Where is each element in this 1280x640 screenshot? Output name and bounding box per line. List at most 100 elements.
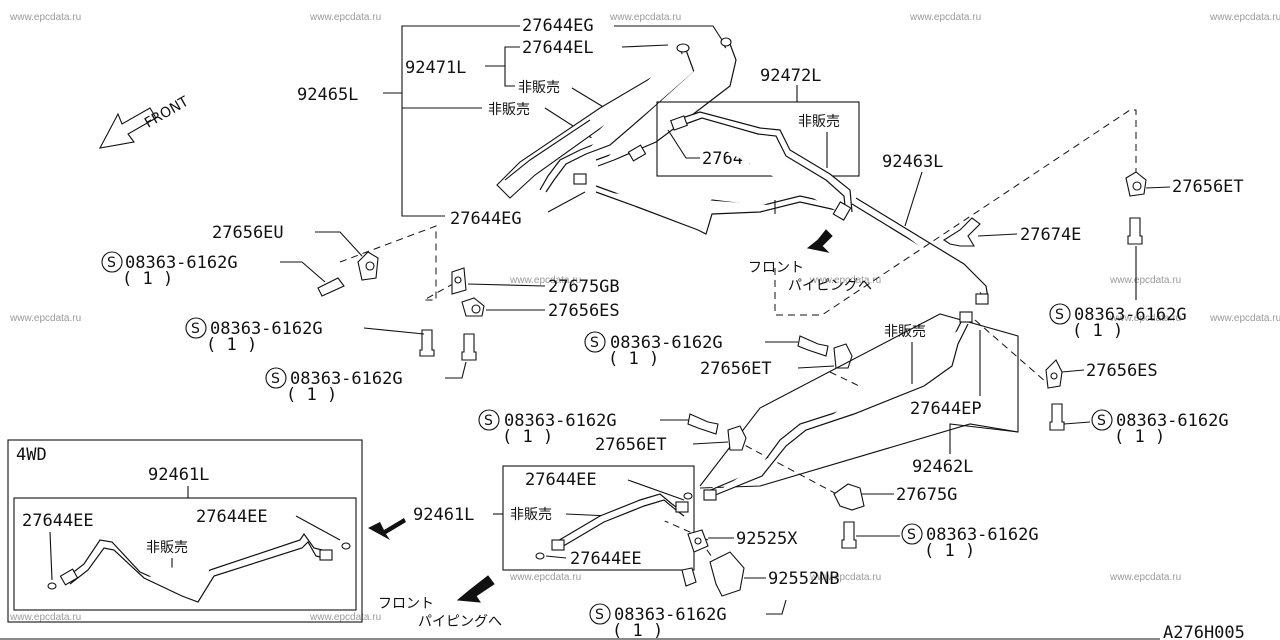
label-92461L-inset: 92461L bbox=[148, 465, 209, 485]
leader-line bbox=[315, 231, 363, 257]
diagram-reference: A276H005 bbox=[1163, 623, 1245, 640]
leader-line bbox=[295, 515, 341, 541]
pipe-27644EM-outer bbox=[679, 117, 847, 217]
group-92461L-middle: 27644EE 92461L 非販売 27644EE bbox=[368, 465, 695, 571]
s-symbol: S bbox=[595, 607, 604, 623]
bolt-icon bbox=[1127, 217, 1143, 245]
fitting bbox=[573, 173, 587, 185]
clamp-hole bbox=[471, 304, 481, 314]
bracket-27675G: 27675G S 08363-6162G ( 1 ) bbox=[833, 483, 1039, 561]
label-92462L: 92462L bbox=[912, 457, 973, 477]
bolt-symbol-s bbox=[478, 409, 500, 431]
non-sale-label: 非販売 bbox=[510, 507, 552, 523]
bracket-line bbox=[401, 25, 520, 217]
leader-line bbox=[667, 129, 700, 159]
label-qty: ( 1 ) bbox=[1114, 427, 1165, 447]
label-92552NB: 92552NB bbox=[768, 569, 840, 589]
leader-line bbox=[692, 441, 729, 445]
watermark: www.epcdata.ru bbox=[9, 612, 81, 623]
label-qty: ( 1 ) bbox=[122, 269, 173, 289]
leader-line bbox=[621, 44, 669, 48]
watermark: www.epcdata.ru bbox=[609, 12, 681, 23]
label-27656ES-left: 27656ES bbox=[548, 301, 620, 321]
label-27674E: 27674E bbox=[1020, 225, 1081, 245]
heat-shield-edge bbox=[504, 119, 591, 181]
leader-line bbox=[547, 191, 586, 213]
leader-line bbox=[797, 365, 835, 369]
bolt-symbol-s bbox=[584, 331, 606, 353]
label-bolt-08363: 08363-6162G bbox=[125, 253, 238, 273]
bolt-icon bbox=[1049, 403, 1065, 431]
front-piping-label: パイピングへ bbox=[418, 614, 502, 630]
label-bolt-08363: 08363-6162G bbox=[504, 411, 617, 431]
fitting bbox=[670, 115, 688, 131]
leader-line bbox=[614, 25, 723, 41]
leader-line bbox=[627, 479, 685, 501]
label-qty: ( 1 ) bbox=[286, 385, 337, 405]
watermark: www.epcdata.ru bbox=[1109, 275, 1181, 286]
leader-line bbox=[545, 555, 567, 559]
bolt-icon bbox=[841, 521, 857, 549]
label-27675G: 27675G bbox=[896, 485, 957, 505]
label-27644EE-inset-left: 27644EE bbox=[22, 511, 94, 531]
watermark: www.epcdata.ru bbox=[509, 275, 581, 286]
label-27656ET-middle: 27656ET bbox=[700, 359, 772, 379]
pipe-end bbox=[535, 552, 545, 560]
watermark: www.epcdata.ru bbox=[1209, 313, 1280, 324]
s-symbol: S bbox=[1055, 307, 1064, 323]
pipe-end bbox=[676, 43, 690, 53]
arrow-to-inset-icon bbox=[368, 518, 406, 540]
bolt-symbol-s bbox=[589, 603, 611, 625]
front-arrow: FRONT bbox=[98, 93, 192, 149]
watermark: www.epcdata.ru bbox=[1109, 313, 1181, 324]
watermark: www.epcdata.ru bbox=[809, 275, 881, 286]
inset-frame bbox=[7, 439, 363, 623]
label-bolt-08363: 08363-6162G bbox=[210, 319, 323, 339]
middle-parts: S 08363-6162G ( 1 ) 27656ET 非販売 27644EP … bbox=[584, 311, 1229, 501]
bolt-icon bbox=[461, 333, 477, 361]
label-bolt-08363: 08363-6162G bbox=[610, 333, 723, 353]
fitting bbox=[959, 311, 973, 323]
front-piping-lower: フロント パイピングへ bbox=[378, 575, 502, 630]
bolt-icon bbox=[317, 277, 345, 297]
heat-shield-92462 bbox=[699, 313, 1019, 489]
watermark: www.epcdata.ru bbox=[509, 572, 581, 583]
inset-inner-frame bbox=[13, 497, 357, 611]
label-27644EE-inset-right: 27644EE bbox=[196, 507, 268, 527]
pipe-end bbox=[720, 37, 732, 47]
label-27656EU: 27656EU bbox=[212, 223, 284, 243]
group-92465L: 92465L 27644EG 92471L 27644EL 非販売 非販売 27… bbox=[297, 16, 723, 229]
label-bolt-08363: 08363-6162G bbox=[614, 605, 727, 625]
clip-27674E-icon bbox=[942, 217, 981, 247]
group-92472L: 92472L 非販売 27644EM bbox=[656, 66, 860, 221]
clamp-icon bbox=[727, 425, 747, 451]
leader-line bbox=[363, 327, 425, 335]
label-27644EP: 27644EP bbox=[910, 399, 982, 419]
bolt-symbol-s bbox=[1091, 409, 1113, 431]
label-27644EL: 27644EL bbox=[522, 38, 594, 58]
leader-line bbox=[1145, 186, 1171, 189]
label-bolt-08363: 08363-6162G bbox=[926, 525, 1039, 545]
inset-4wd: 4WD 92461L 27644EE 27644EE 非販売 bbox=[7, 439, 363, 623]
pipe-92463-upper-outer bbox=[595, 191, 837, 235]
bracket-hole bbox=[694, 537, 702, 545]
clamp-27675GB: 27675GB 27656ES bbox=[451, 267, 620, 321]
watermark: www.epcdata.ru bbox=[9, 12, 81, 23]
label-qty: ( 1 ) bbox=[206, 335, 257, 355]
box-92461L bbox=[502, 465, 695, 571]
bolts-left: S 08363-6162G ( 1 ) S 08363-6162G ( 1 ) bbox=[185, 317, 477, 405]
bolt-symbol-s bbox=[1049, 303, 1071, 325]
fitting bbox=[59, 568, 79, 586]
leader-line bbox=[280, 261, 326, 283]
label-27644EE-box-bottom: 27644EE bbox=[570, 549, 642, 569]
s-symbol: S bbox=[907, 527, 916, 543]
s-symbol: S bbox=[191, 321, 200, 337]
pipe-4wd-outer bbox=[69, 541, 333, 603]
front-arrow-icon bbox=[98, 107, 157, 149]
front-piping-label: パイピングへ bbox=[788, 278, 872, 294]
label-bolt-08363: 08363-6162G bbox=[1074, 305, 1187, 325]
fitting bbox=[832, 201, 852, 221]
fitting bbox=[975, 293, 989, 305]
watermark: www.epcdata.ru bbox=[809, 572, 881, 583]
label-92465L: 92465L bbox=[297, 85, 358, 105]
